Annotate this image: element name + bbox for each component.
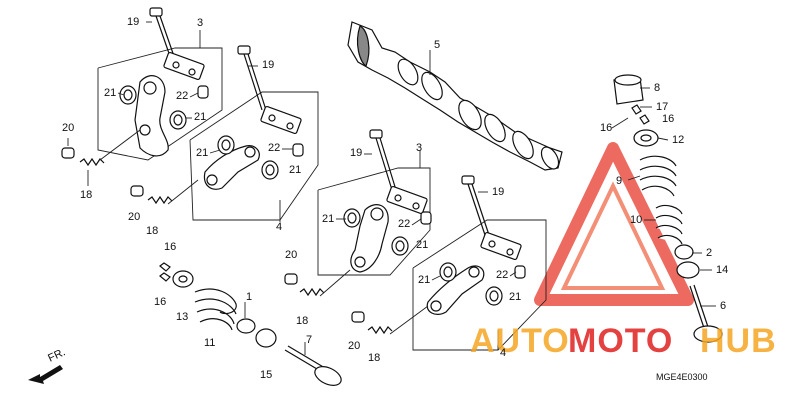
part-number-label: 21 — [194, 111, 206, 123]
part-number-label: 17 — [656, 101, 668, 113]
part-number-label: 4 — [500, 347, 506, 359]
bolt — [461, 175, 491, 239]
part-number-label: 20 — [62, 122, 74, 134]
part-number-label: 20 — [285, 249, 297, 261]
part-number-label: 19 — [492, 186, 504, 198]
svg-text:HUB: HUB — [700, 322, 777, 360]
part-number-label: 15 — [260, 369, 272, 381]
part-number-label: 16 — [662, 113, 674, 125]
part-number-label: 5 — [434, 39, 440, 51]
part-number-label: 21 — [104, 87, 116, 99]
part-number-label: 8 — [654, 82, 660, 94]
part-number-label: 22 — [398, 218, 410, 230]
svg-text:MOTO: MOTO — [568, 322, 673, 360]
valve-spring-assembly — [159, 262, 342, 386]
part-number-label: 19 — [262, 59, 274, 71]
part-number-label: 21 — [322, 213, 334, 225]
part-number-label: 9 — [616, 175, 622, 187]
part-number-label: 16 — [600, 122, 612, 134]
part-number-label: 12 — [672, 134, 684, 146]
drawing-code: MGE4E0300 — [656, 372, 708, 382]
leader-lines — [117, 65, 716, 307]
part-number-label: 19 — [350, 147, 362, 159]
part-number-label: 19 — [127, 16, 139, 28]
part-number-label: 18 — [296, 315, 308, 327]
part-number-label: 7 — [306, 334, 312, 346]
part-number-label: 13 — [176, 311, 188, 323]
part-number-label: 2 — [706, 247, 712, 259]
part-number-label: 22 — [176, 90, 188, 102]
part-number-label: 16 — [154, 296, 166, 308]
svg-text:AUTO: AUTO — [470, 322, 570, 360]
part-number-label: 1 — [246, 291, 252, 303]
front-arrow-icon: FR. — [28, 346, 67, 384]
part-number-label: 18 — [80, 189, 92, 201]
camshaft — [347, 21, 563, 171]
part-number-label: 20 — [348, 340, 360, 352]
part-number-label: 18 — [368, 352, 380, 364]
part-number-label: 4 — [276, 221, 282, 233]
part-number-label: 21 — [196, 147, 208, 159]
part-number-label: 21 — [509, 291, 521, 303]
watermark-text: AUTO MOTO HUB — [470, 322, 777, 360]
part-number-label: 3 — [416, 142, 422, 154]
bolt — [369, 129, 397, 191]
part-number-label: 16 — [164, 241, 176, 253]
watermark-triangle-icon — [534, 142, 694, 306]
part-number-label: 11 — [204, 337, 215, 349]
part-number-label: 3 — [197, 17, 203, 29]
part-labels: 19 3 21 22 21 20 18 19 21 22 21 20 18 4 … — [62, 16, 728, 381]
bolt — [237, 45, 267, 111]
part-number-label: 6 — [720, 300, 726, 312]
part-number-label: 21 — [289, 164, 301, 176]
part-number-label: 22 — [496, 269, 508, 281]
part-number-label: 21 — [416, 239, 428, 251]
part-number-label: 10 — [630, 214, 642, 226]
part-number-label: 22 — [268, 142, 280, 154]
part-number-label: 21 — [418, 274, 430, 286]
part-number-label: 18 — [146, 225, 158, 237]
part-number-label: 14 — [716, 264, 728, 276]
svg-text:FR.: FR. — [46, 346, 67, 364]
valve-spring-assembly — [613, 74, 723, 343]
part-number-label: 20 — [128, 211, 140, 223]
